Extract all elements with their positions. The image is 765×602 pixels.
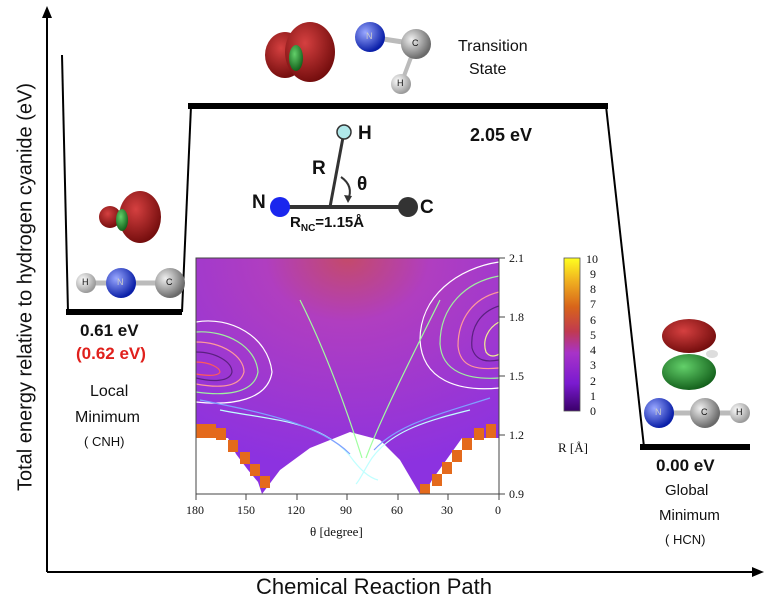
axes [42,6,764,577]
y-axis-arrow-icon [42,6,52,18]
local-min-label-1: Local [90,383,129,400]
global-minimum-orbital [662,319,718,390]
cbar-tick: 1 [590,389,596,403]
global-min-energy: 0.00 eV [656,456,715,475]
hcn-c-label: C [701,407,708,417]
y-tick: 1.2 [509,428,524,442]
x-tick: 150 [237,503,255,517]
n-atom [644,398,674,428]
local-min-energy: 0.61 eV [80,321,139,340]
contour-y-title: R [Å] [558,440,588,455]
x-axis-arrow-icon [752,567,764,577]
cbar-tick: 2 [590,374,596,388]
x-tick: 60 [391,503,403,517]
c-atom [155,268,185,298]
cbar-tick: 9 [590,267,596,281]
cbar-tick: 7 [590,297,596,311]
cbar-tick: 0 [590,404,596,418]
geometry-inset [270,124,418,217]
cnh-c-label: C [166,277,173,287]
n-atom [106,268,136,298]
y-tick: 0.9 [509,487,524,501]
cnh-molecule [76,268,185,298]
contour-plot [195,257,581,500]
contour-x-title: θ [degree] [310,524,363,539]
global-min-label-2: Minimum [659,507,720,524]
local-minimum-orbital [99,191,161,243]
cnh-n-label: N [117,277,124,287]
inset-r-label: R [312,158,326,179]
transition-energy: 2.05 eV [470,125,533,145]
local-min-label-3: ( CNH) [84,434,125,449]
cbar-tick: 3 [590,358,596,372]
y-tick: 2.1 [509,251,524,265]
cbar-tick: 5 [590,328,596,342]
local-min-energy-alt: (0.62 eV) [76,344,146,363]
hcn-h-label: H [736,407,743,417]
inset-c-label: C [420,197,434,218]
inset-h-label: H [358,123,372,144]
c-atom [401,29,431,59]
n-atom [270,197,290,217]
transition-molecule [355,22,431,94]
cbar-tick: 10 [586,252,598,266]
y-tick: 1.5 [509,369,524,383]
colorbar [563,257,581,412]
global-min-label-3: ( HCN) [665,532,706,547]
transition-state-orbital [265,22,335,82]
x-tick: 120 [287,503,305,517]
ts-c-label: C [412,38,419,48]
cbar-tick: 6 [590,313,596,327]
ts-n-label: N [366,31,373,41]
cbar-tick: 4 [590,343,596,357]
y-axis-title: Total energy relative to hydrogen cyanid… [14,82,37,492]
inset-rnc-label: RNC=1.15Å [290,214,365,234]
ts-h-label: H [397,78,404,88]
hcn-molecule [644,398,750,428]
x-tick: 30 [441,503,453,517]
c-atom [398,197,418,217]
n-atom [355,22,385,52]
h-atom [76,273,96,293]
global-min-label-1: Global [665,482,709,499]
x-axis-title: Chemical Reaction Path [256,574,493,599]
c-atom [690,398,720,428]
h-atom [730,403,750,423]
local-min-label-2: Minimum [75,409,140,426]
h-atom [391,74,411,94]
transition-label-1: Transition [458,38,528,55]
inset-n-label: N [252,192,266,213]
h-atom [336,124,352,140]
x-tick: 90 [340,503,352,517]
transition-label-2: State [469,61,507,78]
inset-theta-label: θ [357,174,368,195]
cnh-h-label: H [82,277,89,287]
y-tick: 1.8 [509,310,524,324]
hcn-n-label: N [655,407,662,417]
x-tick: 180 [186,503,204,517]
cbar-tick: 8 [590,282,596,296]
x-tick: 0 [495,503,501,517]
